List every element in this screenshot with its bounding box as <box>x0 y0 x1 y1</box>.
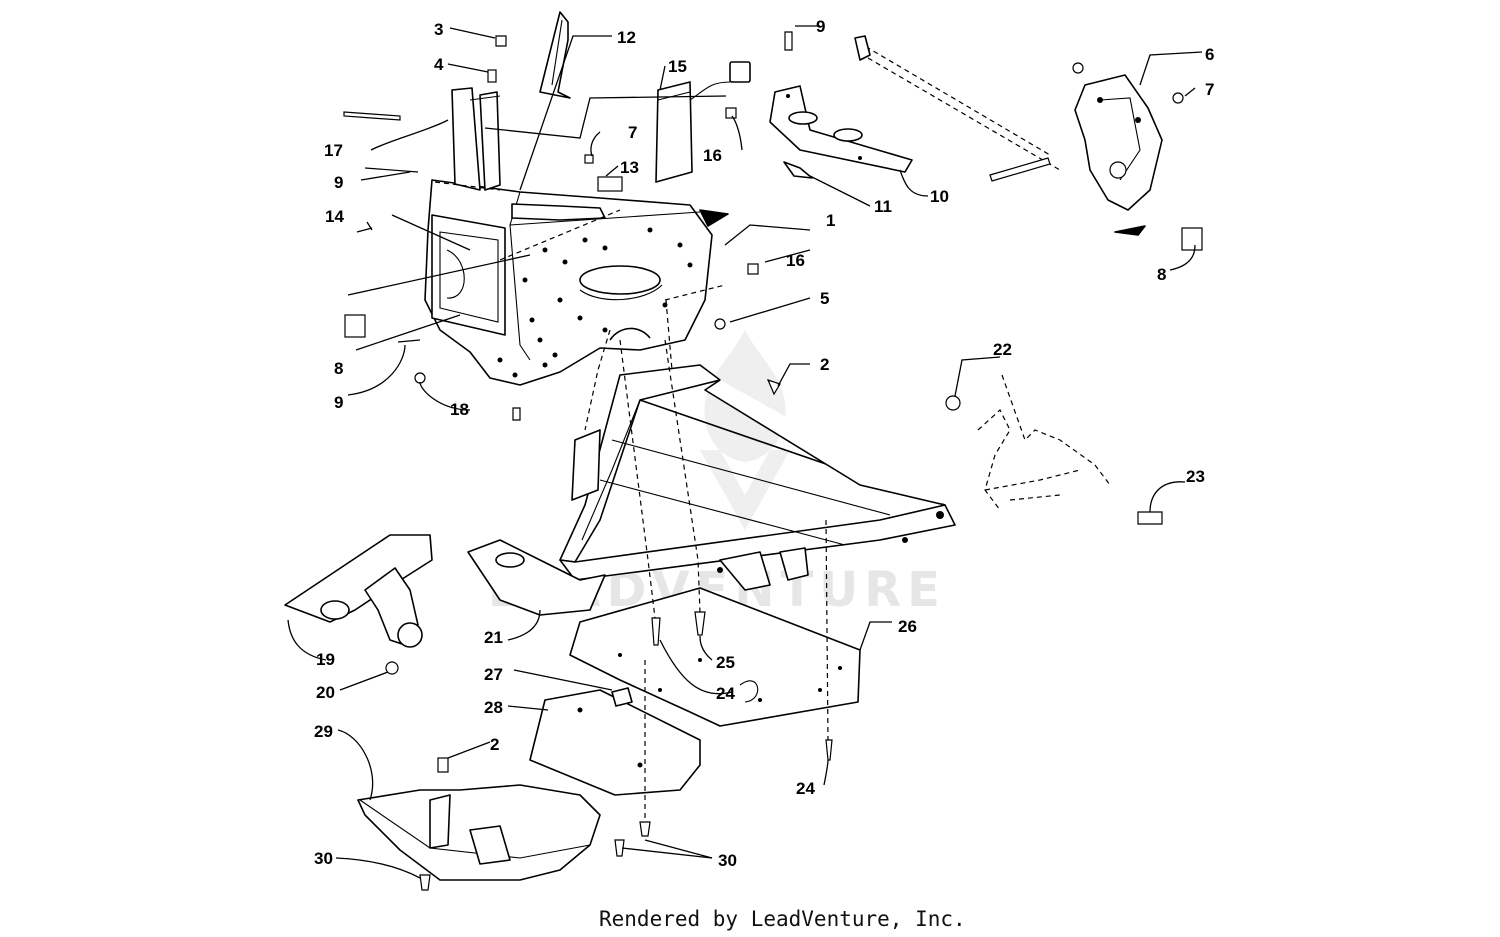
callout-24: 24 <box>796 779 815 798</box>
crossbar-guide <box>857 41 1051 156</box>
callout-5: 5 <box>820 289 829 308</box>
callout-7: 7 <box>628 123 637 142</box>
callout-24: 24 <box>716 684 735 703</box>
callout-6: 6 <box>1205 45 1214 64</box>
shield-bracket <box>611 687 633 707</box>
right-side-bracket <box>1074 74 1163 236</box>
callout-30: 30 <box>718 851 737 870</box>
callout-7: 7 <box>1205 80 1214 99</box>
mounting-clip <box>783 161 813 179</box>
front-guard <box>357 757 601 881</box>
callout-20: 20 <box>316 683 335 702</box>
callout-21: 21 <box>484 628 503 647</box>
callout-26: 26 <box>898 617 917 636</box>
callout-23: 23 <box>1186 467 1205 486</box>
callout-22: 22 <box>993 340 1012 359</box>
electrical-module <box>655 61 751 183</box>
callout-12: 12 <box>617 28 636 47</box>
skid-plate <box>569 587 861 727</box>
callout-11: 11 <box>874 197 892 216</box>
callout-8: 8 <box>334 359 343 378</box>
callout-1: 1 <box>826 211 835 230</box>
callout-17: 17 <box>324 141 343 160</box>
main-frame <box>467 364 956 616</box>
callout-10: 10 <box>930 187 949 206</box>
callout-16: 16 <box>703 146 722 165</box>
callout-labels: 1 2 2 3 4 5 6 7 7 8 8 9 9 9 10 11 12 13 … <box>314 17 1214 870</box>
callout-9: 9 <box>816 17 825 36</box>
callout-25: 25 <box>716 653 735 672</box>
callout-2: 2 <box>820 355 829 374</box>
front-bulkhead <box>424 87 729 386</box>
callout-30: 30 <box>314 849 333 868</box>
callout-14: 14 <box>325 207 344 226</box>
rear-side-bracket <box>945 374 1163 525</box>
callout-8: 8 <box>1157 265 1166 284</box>
mounting-plate <box>769 85 913 173</box>
callout-9: 9 <box>334 173 343 192</box>
crossbar-guide-2 <box>867 57 1061 171</box>
assembly-guides <box>434 181 829 820</box>
callout-2: 2 <box>490 735 499 754</box>
callout-29: 29 <box>314 722 333 741</box>
crossbar-end <box>854 35 871 61</box>
callout-19: 19 <box>316 650 335 669</box>
callout-15: 15 <box>668 57 687 76</box>
render-credit: Rendered by LeadVenture, Inc. <box>599 907 966 931</box>
suspension-bracket <box>284 534 433 648</box>
callout-28: 28 <box>484 698 503 717</box>
callout-4: 4 <box>434 55 444 74</box>
leader-lines <box>287 25 1203 879</box>
callout-13: 13 <box>620 158 639 177</box>
callout-9: 9 <box>334 393 343 412</box>
callout-27: 27 <box>484 665 503 684</box>
callout-16: 16 <box>786 251 805 270</box>
hardware-items <box>343 31 1203 891</box>
callout-3: 3 <box>434 20 443 39</box>
windshield-bracket <box>539 11 571 99</box>
callout-18: 18 <box>450 400 469 419</box>
